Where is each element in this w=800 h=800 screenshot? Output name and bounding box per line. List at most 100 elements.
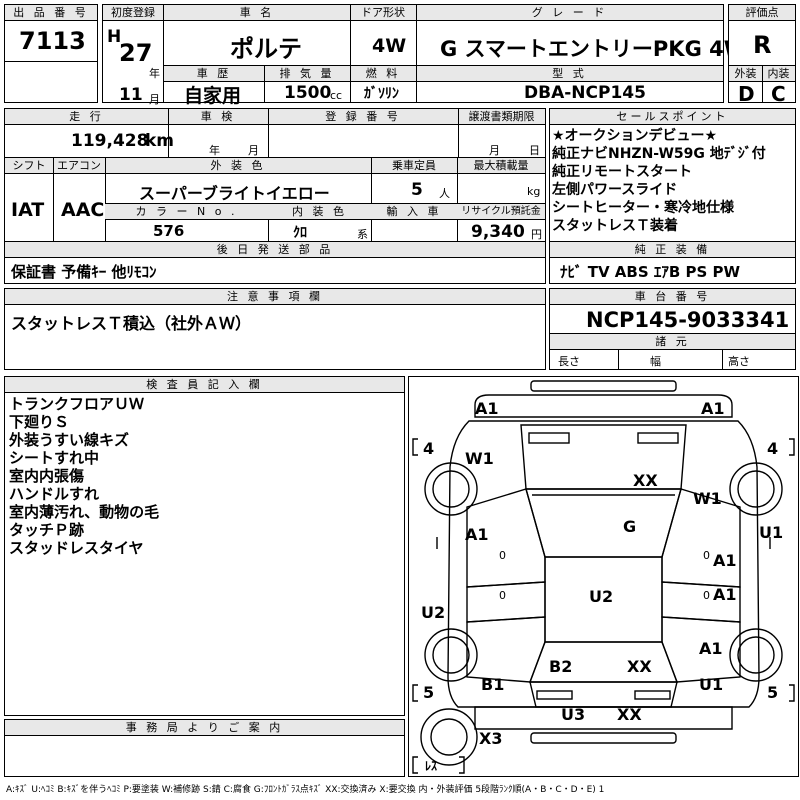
sales-point-line: スタットレスＴ装着 [552, 218, 678, 234]
damage-mark-u3: U3 [561, 705, 586, 724]
first-reg-label: 初度登録 [103, 5, 163, 21]
capacity: 5 [411, 180, 423, 200]
damage-mark-xx-trunk: XX [627, 657, 652, 676]
inspector-note-line: シートすれ中 [9, 449, 100, 467]
recycle: 9,340 [471, 222, 525, 242]
fuel-label: 燃 料 [350, 66, 416, 82]
era: H [107, 27, 122, 47]
office-label: 事 務 局 よ り ご 案 内 [5, 720, 404, 736]
int-color: ｸﾛ [293, 225, 307, 241]
caution-box: 注 意 事 項 欄 スタットレスＴ積込（社外ＡＷ） [4, 288, 546, 370]
damage-mark-u1-r: U1 [759, 523, 784, 542]
year-unit: 年 [149, 67, 160, 80]
inspector-note-line: トランクフロアＵＷ [9, 395, 145, 413]
damage-mark-xx-hood: XX [633, 471, 658, 490]
damage-mark-a1-ld: A1 [465, 525, 489, 544]
exterior-label: 外装 [729, 66, 762, 82]
score-box: 評価点 R 外装 内装 D C [728, 4, 796, 106]
office-box: 事 務 局 よ り ご 案 内 [4, 719, 405, 777]
reg-year: 27 [119, 39, 153, 67]
inspector-label: 検 査 員 記 入 欄 [5, 377, 404, 393]
post-items: 保証書 予備ｷｰ 他ﾘﾓｺﾝ [11, 263, 157, 281]
capacity-label: 乗車定員 [371, 158, 457, 174]
damage-mark-zero2: 0 [499, 589, 506, 602]
damage-mark-a1-rd2: A1 [713, 585, 737, 604]
caution-label: 注 意 事 項 欄 [5, 289, 545, 305]
reg-month: 11 [119, 85, 143, 105]
displacement: 1500 [284, 83, 332, 103]
damage-mark-zero1: 0 [499, 549, 506, 562]
shift-label: シフト [5, 158, 53, 174]
damage-mark-xx-rear: XX [617, 705, 642, 724]
chassis-label: 車 台 番 号 [550, 289, 795, 305]
ext-color: スーパーブライトイエロー [139, 184, 330, 203]
ac: AAC [61, 199, 105, 221]
interior-score: C [771, 82, 786, 106]
damage-mark-g: G [623, 517, 637, 536]
grade-label: グ レ ー ド [416, 5, 723, 21]
inspector-note-line: ハンドルすれ [9, 485, 100, 503]
capacity-unit: 人 [439, 187, 450, 200]
recycle-label: リサイクル預託金 [457, 204, 545, 220]
mileage-unit: km [145, 131, 175, 151]
details-box: 走 行 車 検 登 録 番 号 譲渡書類期限 119,428 km 年 月 月 … [4, 108, 546, 284]
inspector-note-line: 室内内張傷 [9, 467, 85, 485]
reg-label: 登 録 番 号 [268, 109, 458, 125]
inspection-label: 車 検 [168, 109, 268, 125]
car-outline [412, 380, 795, 774]
car-name: ポルテ [230, 35, 302, 63]
lot-number: 7113 [19, 27, 86, 55]
model: DBA-NCP145 [524, 83, 646, 103]
post-label: 後 日 発 送 部 品 [5, 242, 545, 258]
sales-box: セールスポイント ★オークションデビュー★純正ナビNHZN-W59G 地ﾃﾞｼﾞ… [549, 108, 796, 284]
lot-box: 出 品 番 号 7113 [4, 4, 98, 62]
caution-text: スタットレスＴ積込（社外ＡＷ） [11, 314, 252, 333]
height-label: 高さ [728, 355, 750, 368]
door-type: 4W [372, 35, 407, 57]
damage-mark-w1-r: W1 [693, 489, 722, 508]
damage-mark-zero4: 0 [703, 589, 710, 602]
load-unit: kg [527, 185, 541, 198]
history-label: 車 歴 [164, 66, 264, 82]
import-label: 輸 入 車 [371, 204, 457, 220]
color-label: 外 装 色 [105, 158, 371, 174]
damage-mark-tire-fl: 4 [423, 439, 435, 458]
damage-mark-a1-fl: A1 [475, 399, 499, 418]
insp-year-unit: 年 [209, 144, 220, 157]
damage-mark-a1-fr: A1 [701, 399, 725, 418]
sales-point-line: ★オークションデビュー★ [552, 128, 718, 144]
chassis-number: NCP145-9033341 [586, 308, 790, 332]
grade: G スマートエントリーPKG 4WD [440, 37, 765, 61]
fuel: ｶﾞｿﾘﾝ [364, 86, 399, 102]
damage-mark-a1-rd: A1 [713, 551, 737, 570]
inspector-note-line: タッチＰ跡 [9, 521, 85, 539]
month-unit: 月 [149, 93, 160, 106]
sales-point-line: 純正リモートスタート [552, 164, 692, 180]
sales-point-line: 左側パワースライド [552, 182, 678, 198]
sales-point-line: 純正ナビNHZN-W59G 地ﾃﾞｼﾞ付 [552, 146, 766, 162]
damage-mark-spare: ﾚｽ [425, 759, 438, 773]
insp-month-unit: 月 [248, 144, 259, 157]
transfer-day: 日 [529, 144, 540, 157]
model-label: 型 式 [416, 66, 723, 82]
legend: A:ｷｽﾞ U:ﾍｺﾐ B:ｷｽﾞを伴うﾍｺﾐ P:要塗装 W:補修跡 S:錆 … [6, 785, 605, 795]
first-reg-box: 初度登録 H 27 年 11 月 [102, 4, 164, 106]
score-label: 評価点 [729, 5, 795, 21]
sales-point-line: シートヒーター・寒冷地仕様 [552, 200, 734, 216]
equip-label: 純 正 装 備 [550, 242, 795, 258]
width-label: 幅 [650, 355, 661, 368]
damage-mark-a1-rr: A1 [699, 639, 723, 658]
inspector-note-line: 下廻りＳ [9, 413, 70, 431]
color-no-label: カ ラ ー N o . [105, 204, 268, 220]
score: R [753, 31, 772, 59]
damage-mark-w1-l: W1 [465, 449, 494, 468]
ac-label: エアコン [53, 158, 105, 174]
car-name-label: 車 名 [164, 5, 350, 21]
inspector-note-line: 外装うすい線キズ [9, 431, 130, 449]
lot-label: 出 品 番 号 [5, 5, 97, 21]
history: 自家用 [184, 85, 242, 107]
damage-mark-tire-fr: 4 [767, 439, 779, 458]
load-label: 最大積載量 [457, 158, 545, 174]
damage-mark-u2-roof: U2 [589, 587, 614, 606]
